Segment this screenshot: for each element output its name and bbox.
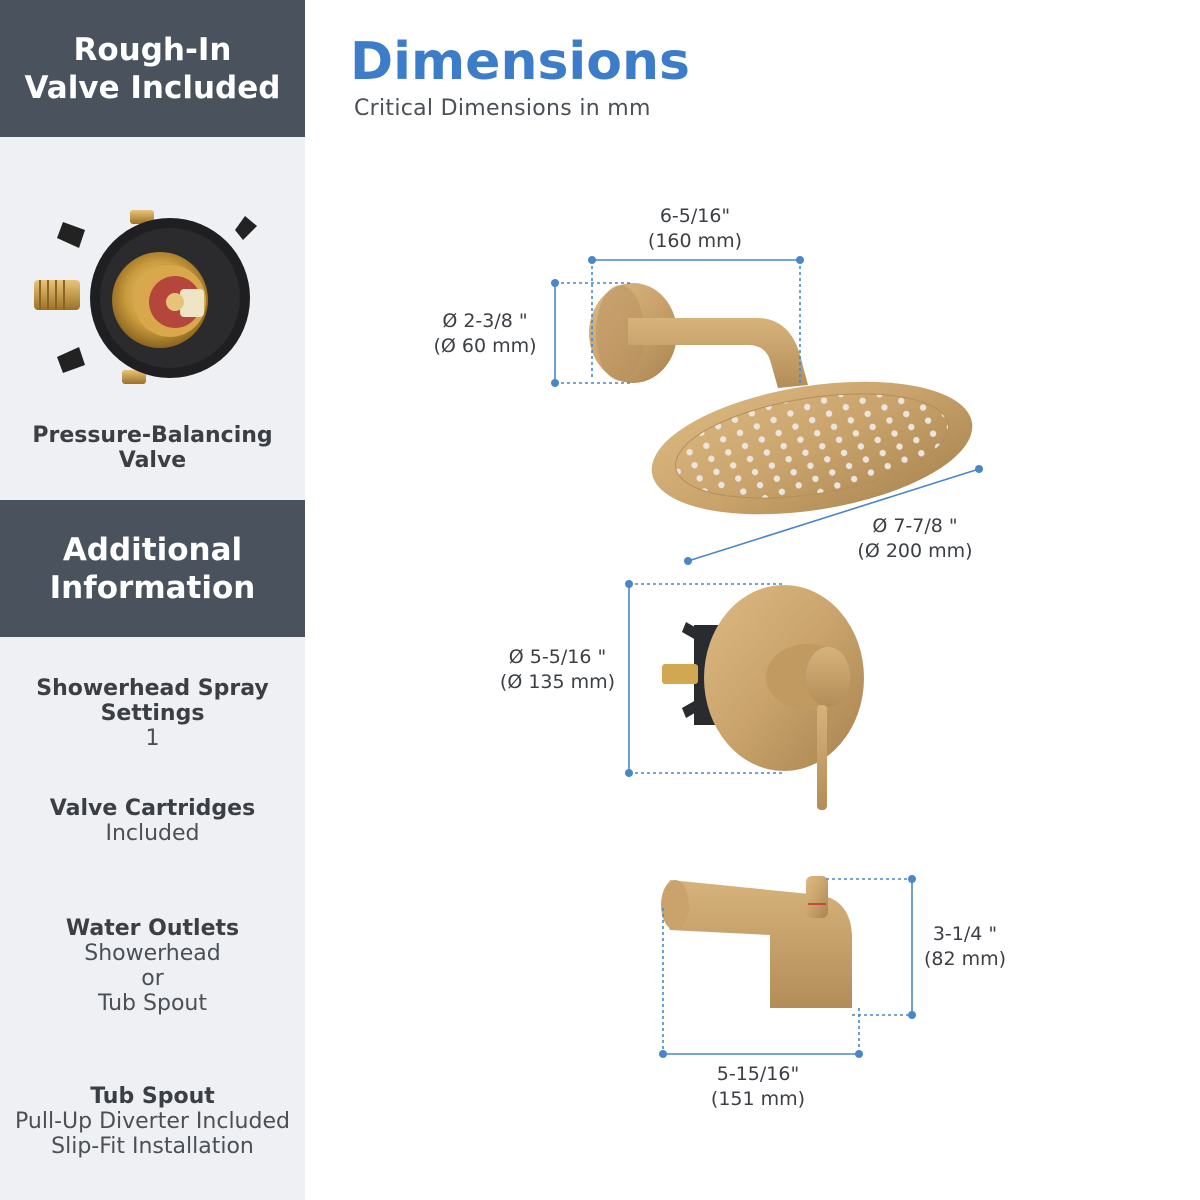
- page-subtitle: Critical Dimensions in mm: [354, 96, 651, 121]
- info-valve-cartridges: Valve Cartridges Included: [0, 796, 305, 846]
- info-value: 1: [145, 726, 160, 751]
- info-water-outlets: Water Outlets Showerhead or Tub Spout: [0, 916, 305, 1016]
- sidebar: Rough-In Valve Included: [0, 0, 305, 1200]
- rough-in-header-text: Rough-In Valve Included: [24, 31, 281, 106]
- dim-line-showerhead: [687, 468, 980, 562]
- dim-label-flange-diameter: Ø 2-3/8 " (Ø 60 mm): [433, 310, 537, 357]
- info-tub-spout: Tub Spout Pull-Up Diverter Included Slip…: [0, 1084, 305, 1159]
- dim-label-arm-width: 6-5/16" (160 mm): [647, 205, 743, 252]
- info-title: Showerhead Spray Settings: [36, 676, 269, 726]
- valve-caption: Pressure-Balancing Valve: [32, 423, 273, 473]
- dim-label-trim-diameter: Ø 5-5/16 " (Ø 135 mm): [499, 646, 616, 693]
- rough-in-header: Rough-In Valve Included: [0, 0, 305, 137]
- info-spray-settings: Showerhead Spray Settings 1: [0, 676, 305, 751]
- info-title: Tub Spout: [90, 1084, 215, 1109]
- dim-label-spout-length: 5-15/16" (151 mm): [710, 1063, 806, 1110]
- info-value: Included: [105, 821, 200, 846]
- info-title: Valve Cartridges: [49, 796, 256, 821]
- pressure-balancing-valve-image: [34, 210, 257, 384]
- dim-label-spout-height: 3-1/4 " (82 mm): [923, 923, 1007, 970]
- showerhead-image: [589, 283, 973, 515]
- trim-handle-image: [662, 585, 864, 810]
- additional-information-header: Additional Information: [0, 500, 305, 637]
- page-title: Dimensions: [350, 32, 690, 92]
- tub-spout-image: [661, 876, 852, 1008]
- dim-label-showerhead-diameter: Ø 7-7/8 " (Ø 200 mm): [857, 515, 973, 562]
- info-value: Showerhead or Tub Spout: [84, 941, 221, 1016]
- additional-information-header-text: Additional Information: [49, 531, 256, 606]
- info-title: Water Outlets: [65, 916, 240, 941]
- dimension-lines: [554, 259, 980, 1055]
- dimension-endpoints: [551, 256, 983, 1058]
- info-value: Pull-Up Diverter Included Slip-Fit Insta…: [15, 1109, 290, 1159]
- dimension-drawing: [551, 256, 983, 1058]
